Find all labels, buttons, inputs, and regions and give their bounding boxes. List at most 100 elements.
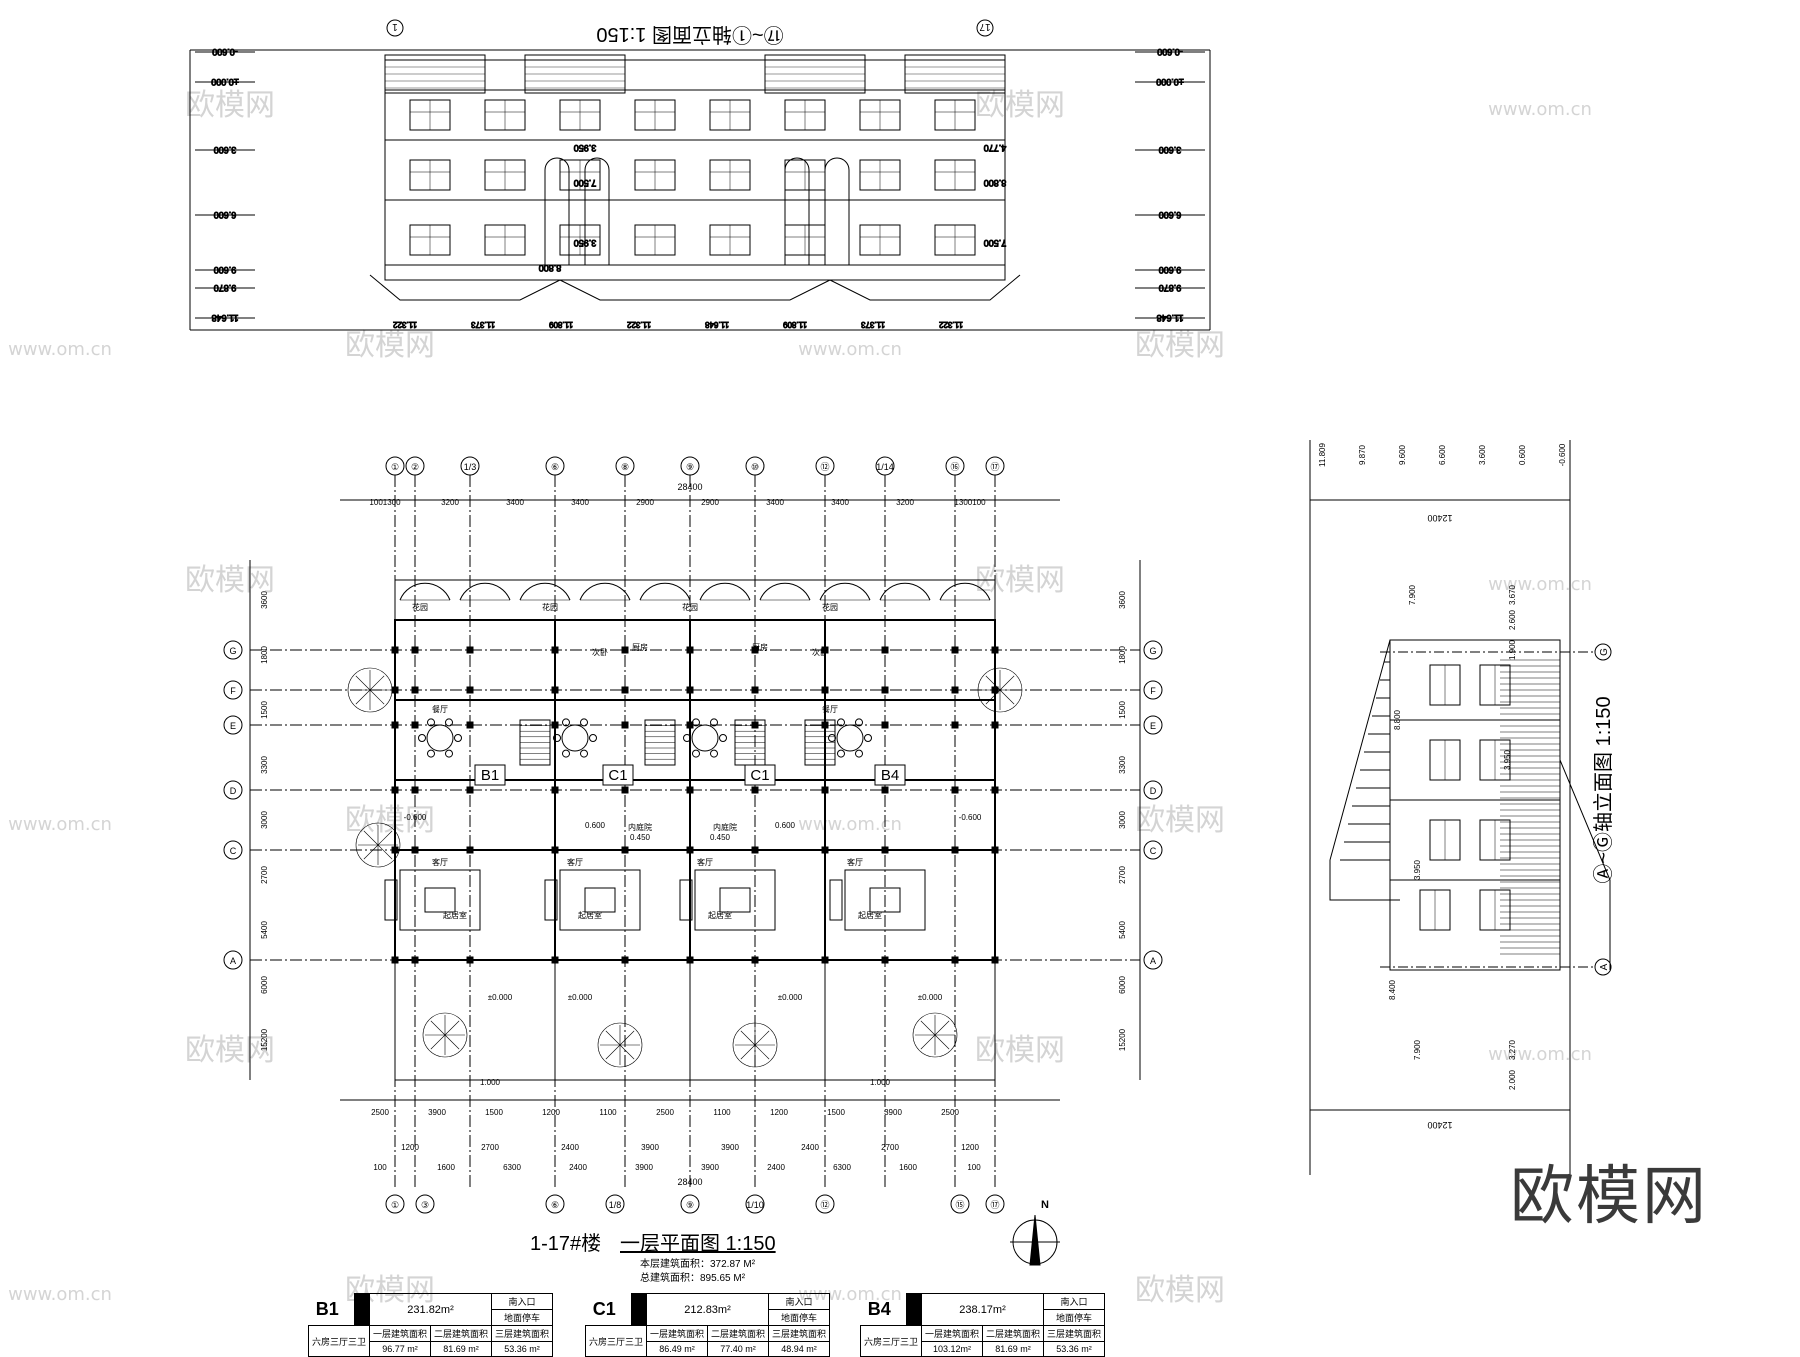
- unit-f2: 81.69 m²: [430, 1341, 493, 1357]
- grid-number: ⑰: [990, 1200, 999, 1210]
- level-label: 11.648: [212, 313, 239, 323]
- watermark-site: www.om.cn: [798, 814, 902, 835]
- sofa-icon: [829, 869, 926, 931]
- column: [951, 721, 959, 729]
- room-label: 起居室: [443, 910, 467, 920]
- tree-icon: [977, 667, 1023, 713]
- watermark-site: www.om.cn: [1488, 574, 1592, 595]
- grid-number: ⑥: [551, 462, 559, 472]
- dim-label: 3400: [506, 498, 524, 507]
- room-label: 餐厅: [432, 705, 448, 714]
- grid-number: ⑫: [820, 1200, 829, 1210]
- dim-overall: 28400: [677, 1177, 702, 1187]
- unit-code: B1: [315, 1298, 339, 1319]
- grid-bubble: [680, 1194, 700, 1214]
- level-bottom: 11.322: [627, 320, 651, 329]
- tree-icon: [597, 1022, 643, 1068]
- grid-letter: A: [230, 956, 236, 966]
- room-label: 起居室: [708, 910, 732, 920]
- room-label: 花园: [542, 602, 558, 612]
- column: [621, 846, 629, 854]
- column: [881, 646, 889, 654]
- watermark-text: 欧模网: [185, 1033, 275, 1068]
- level-label: 0.600: [775, 821, 796, 830]
- garden-arc: [459, 582, 511, 601]
- grid-number: ⑯: [950, 462, 959, 472]
- unit-parking: 地面停车: [768, 1309, 831, 1326]
- level-mark: 3.670: [1508, 584, 1517, 605]
- unit-f3-label: 三层建筑面积: [1043, 1325, 1106, 1342]
- dim-label: 6000: [260, 976, 269, 994]
- grid-bubble: [745, 456, 765, 476]
- top-elevation: -0.600±0.0003.6006.6009.6009.87011.6483.…: [189, 19, 1211, 331]
- level-label: 3.600: [1478, 444, 1487, 465]
- grid-number: 1/10: [746, 1200, 764, 1210]
- column: [686, 846, 694, 854]
- dim-label: 1800: [260, 646, 269, 664]
- level-label: 0.450: [630, 833, 651, 842]
- north-arrow-icon: [1010, 1214, 1060, 1266]
- level-label: 0.600: [1518, 444, 1527, 465]
- dim-label: 3600: [1118, 591, 1127, 609]
- column: [391, 721, 399, 729]
- column: [466, 846, 474, 854]
- dim-label: 5400: [1118, 921, 1127, 939]
- unit-entry: 南入口: [1043, 1293, 1106, 1310]
- unit-label: C1: [608, 767, 627, 784]
- dim-label: 2400: [801, 1143, 819, 1152]
- unit-f1-label: 一层建筑面积: [646, 1325, 709, 1342]
- garden-arc: [819, 582, 871, 601]
- level-mark: 8.800: [984, 178, 1007, 188]
- dim-label: 2500: [371, 1108, 389, 1117]
- dim-label: 2500: [941, 1108, 959, 1117]
- level-label: ±0.000: [211, 77, 238, 87]
- column: [391, 686, 399, 694]
- unit-entry: 南入口: [768, 1293, 831, 1310]
- dim-label: 1600: [899, 1163, 917, 1172]
- room-label: 餐厅: [822, 705, 838, 714]
- level-label: ±0.000: [488, 993, 513, 1002]
- dim-label: 1500: [827, 1108, 845, 1117]
- level-mark: 7.500: [984, 238, 1007, 248]
- column: [686, 786, 694, 794]
- unit-swatch: [631, 1293, 648, 1326]
- tree-icon: [422, 1012, 468, 1058]
- unit-swatch: [354, 1293, 371, 1326]
- plan-building-label: 1-17#楼: [530, 1233, 602, 1255]
- column: [751, 846, 759, 854]
- dim-label: 1200: [401, 1143, 419, 1152]
- grid-bubble: [815, 456, 835, 476]
- level-mark: 7.900: [1408, 584, 1417, 605]
- grid-number: ⑥: [551, 1200, 559, 1210]
- unit-f3: 48.94 m²: [768, 1341, 831, 1357]
- unit-f3: 53.36 m²: [1043, 1341, 1106, 1357]
- grid-letter: C: [230, 846, 237, 856]
- grid-letter: F: [230, 686, 236, 696]
- dim-label: 3900: [635, 1163, 653, 1172]
- unit-f2-label: 二层建筑面积: [430, 1325, 493, 1342]
- level-label: 9.600: [1159, 265, 1182, 275]
- garden-arc: [579, 582, 631, 601]
- grid-number: 1/14: [876, 462, 894, 472]
- room-label: 花园: [682, 602, 698, 612]
- level-label: 11.648: [1157, 313, 1184, 323]
- dim-label: 2400: [569, 1163, 587, 1172]
- grid-bubble: [385, 456, 405, 476]
- dim-label: 1100: [713, 1108, 731, 1117]
- column: [621, 721, 629, 729]
- unit-f1-label: 一层建筑面积: [369, 1325, 432, 1342]
- grid-bubble: [985, 456, 1005, 476]
- watermark-site: www.om.cn: [798, 339, 902, 360]
- grid-number: ⑨: [686, 462, 694, 472]
- column: [991, 721, 999, 729]
- unit-f1-label: 一层建筑面积: [921, 1325, 984, 1342]
- column: [391, 846, 399, 854]
- column: [411, 721, 419, 729]
- dim-label: 1600: [437, 1163, 455, 1172]
- level-label: 6.600: [1159, 210, 1182, 220]
- tree-icon: [347, 667, 393, 713]
- garden-arc: [879, 582, 931, 601]
- room-label: 花园: [412, 602, 428, 612]
- unit-f2: 77.40 m²: [707, 1341, 770, 1357]
